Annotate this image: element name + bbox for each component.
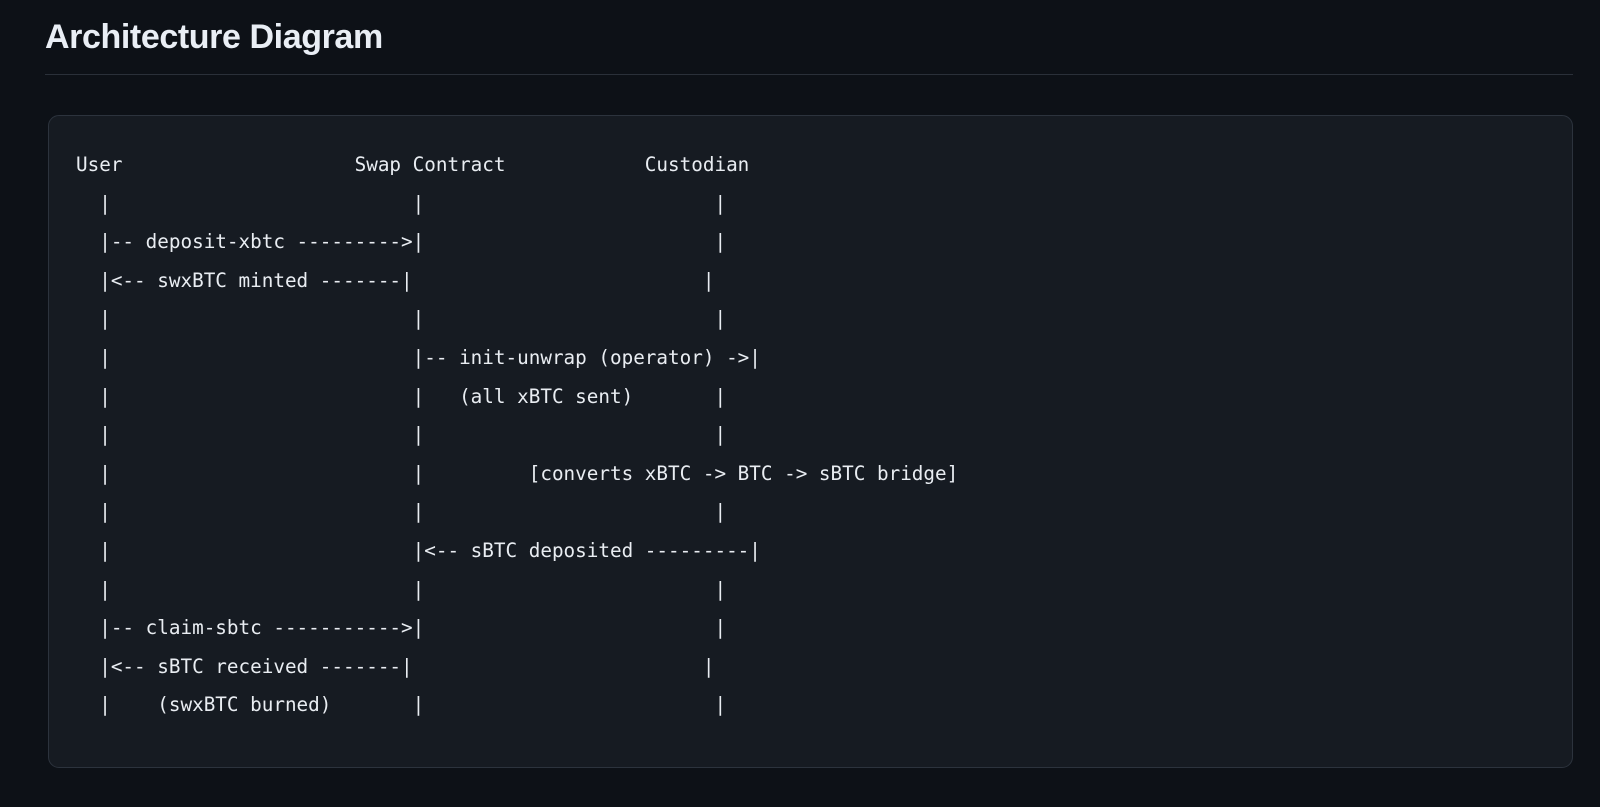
page-title: Architecture Diagram	[45, 18, 383, 56]
diagram-card: User Swap Contract Custodian | | | |-- d…	[48, 115, 1573, 768]
title-divider	[45, 74, 1573, 75]
ascii-sequence-diagram: User Swap Contract Custodian | | | |-- d…	[76, 153, 959, 717]
